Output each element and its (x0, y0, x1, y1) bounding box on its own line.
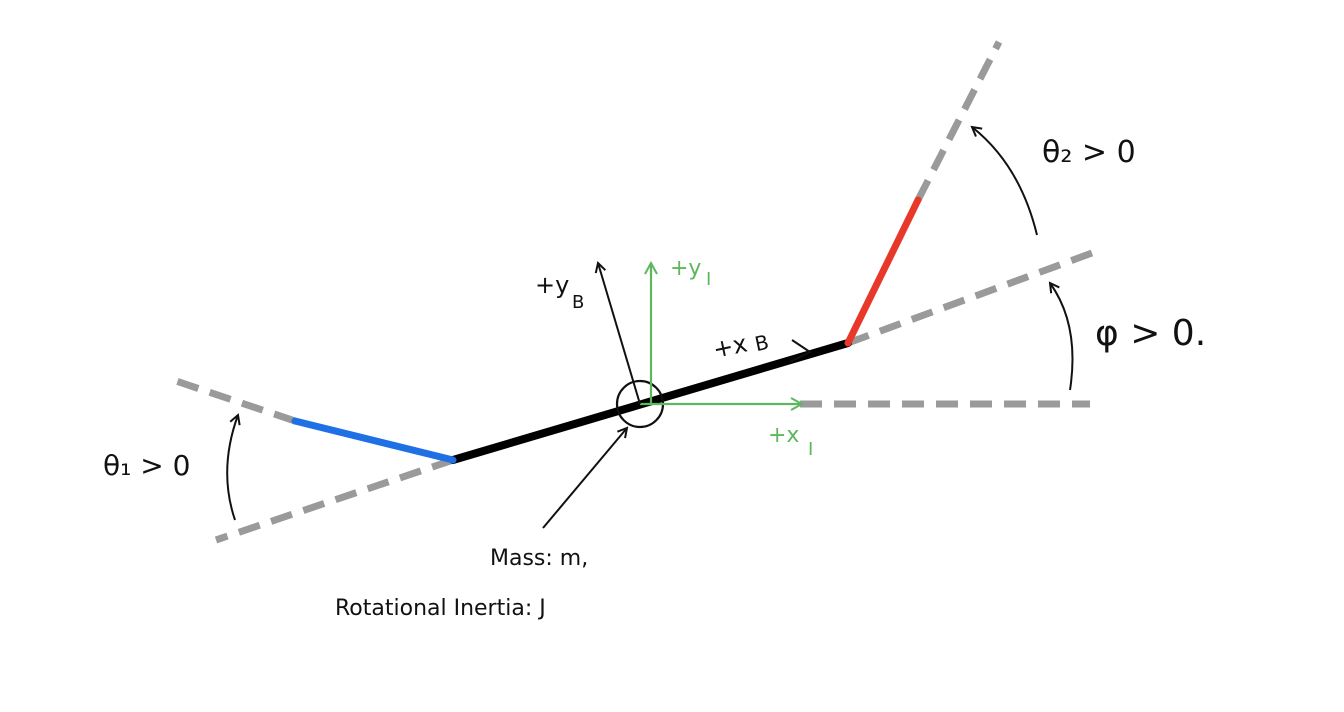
reference-line-link1-extension (174, 377, 297, 425)
x-body-label-main: +x (710, 329, 749, 364)
x-inertial-label-subscript: I (808, 439, 813, 460)
theta2-angle-arc (972, 127, 1038, 236)
phi-label: φ > 0. (1095, 313, 1206, 354)
theta2-label: θ₂ > 0 (1042, 135, 1136, 170)
reference-line-link2-extension (914, 40, 1003, 202)
y-inertial-label-subscript: I (706, 269, 711, 290)
phi-angle-arc (1050, 283, 1074, 391)
reference-line-body-extension-left (214, 456, 455, 544)
x-body-label-subscript: B (753, 330, 771, 356)
mass-pointer-arrow (542, 428, 627, 529)
y-body-label: +y B (535, 271, 584, 313)
mass-label: Mass: m, (490, 546, 588, 571)
x-inertial-label-main: +x (768, 423, 799, 448)
y-inertial-label: +y I (670, 256, 711, 290)
theta1-label: θ₁ > 0 (103, 449, 190, 482)
rotational-inertia-label: Rotational Inertia: J (335, 596, 546, 621)
right-link-theta2 (844, 196, 922, 347)
reference-line-body-extension-right (846, 249, 1094, 347)
x-body-label: +x B (710, 329, 771, 364)
body-y-axis-arrow (598, 263, 641, 405)
theta1-angle-arc (226, 415, 238, 521)
y-body-label-main: +y (535, 271, 569, 299)
y-body-label-subscript: B (572, 292, 584, 313)
body-x-axis-arrowhead (789, 339, 812, 363)
x-inertial-label: +x I (768, 423, 813, 460)
y-inertial-label-main: +y (670, 256, 701, 281)
left-link-theta1 (291, 417, 457, 464)
